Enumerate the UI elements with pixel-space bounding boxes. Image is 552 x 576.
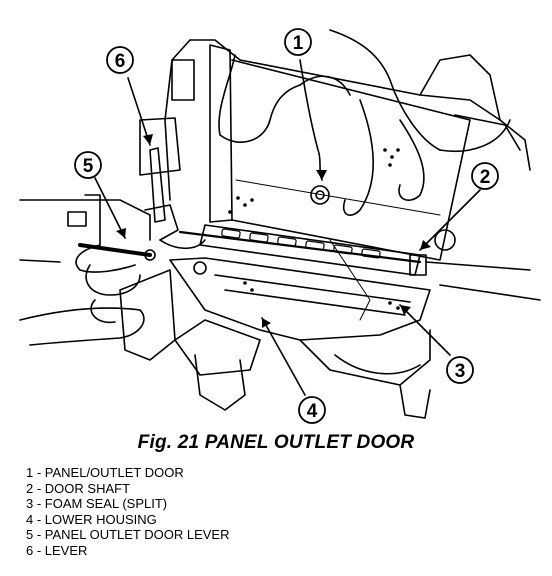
callout-6: 6 <box>106 46 134 74</box>
callout-2-label: 2 <box>480 167 491 188</box>
legend-item-6: 6 - LEVER <box>26 542 88 558</box>
legend-item-4: 4 - LOWER HOUSING <box>26 511 157 527</box>
callout-1: 1 <box>284 28 312 56</box>
callout-6-label: 6 <box>115 51 126 72</box>
legend-list: 1 - PANEL/OUTLET DOOR 2 - DOOR SHAFT 3 -… <box>26 465 229 559</box>
upper-housing <box>139 39 531 201</box>
legend-item-5: 5 - PANEL OUTLET DOOR LEVER <box>26 527 230 543</box>
callout-2: 2 <box>471 162 499 190</box>
callout-5: 5 <box>74 151 102 179</box>
leader-lines <box>94 59 481 396</box>
figure-caption: Fig. 21 PANEL OUTLET DOOR <box>137 432 415 453</box>
callout-3: 3 <box>446 356 474 384</box>
lower-housing <box>119 239 431 419</box>
legend-item-2: 2 - DOOR SHAFT <box>26 480 131 496</box>
callout-4-label: 4 <box>307 401 318 422</box>
callout-4: 4 <box>298 396 326 424</box>
callout-1-label: 1 <box>293 33 304 54</box>
callout-3-label: 3 <box>455 361 466 382</box>
callout-5-label: 5 <box>83 156 94 177</box>
legend-item-1: 1 - PANEL/OUTLET DOOR <box>26 465 184 480</box>
door-shaft <box>178 229 541 301</box>
foam-seal-strip <box>199 224 421 276</box>
panel-outlet-door-illustration: 1 2 3 4 5 6 <box>19 28 541 424</box>
hand-illustrations <box>19 29 511 346</box>
legend-item-3: 3 - FOAM SEAL (SPLIT) <box>26 496 168 512</box>
panel-outlet-door-lever <box>19 194 156 263</box>
panel-outlet-door <box>209 44 471 261</box>
lever <box>144 147 207 275</box>
